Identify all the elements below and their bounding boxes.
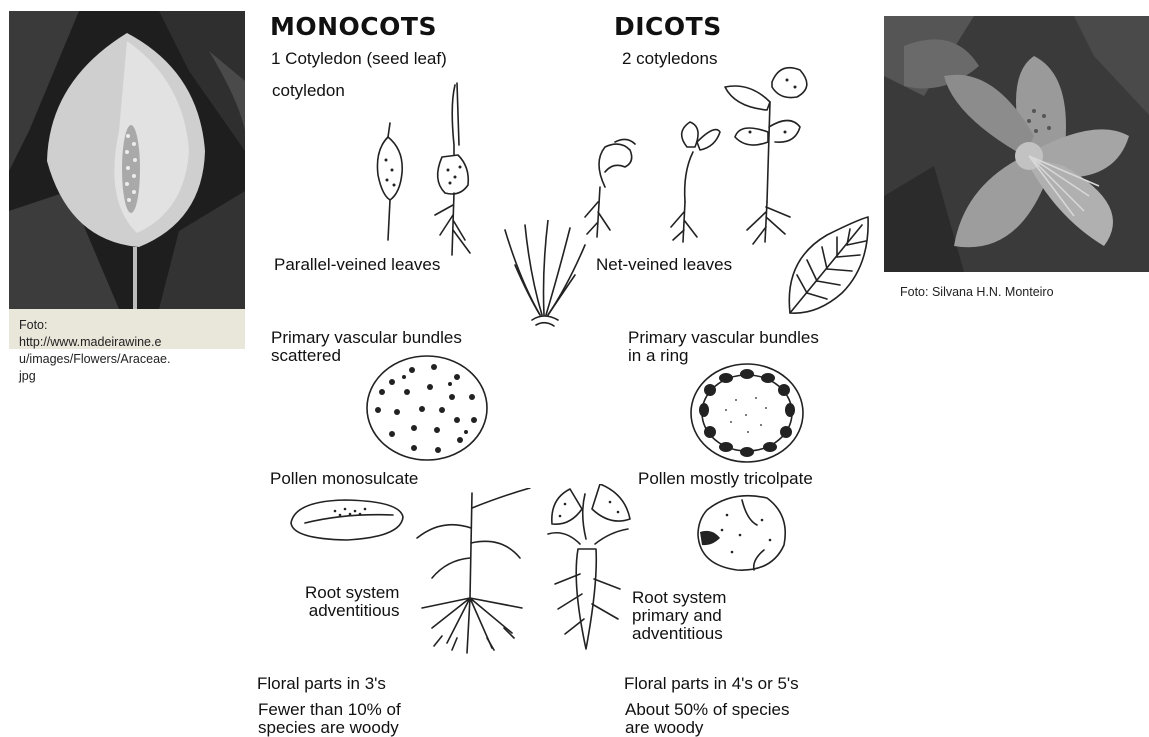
parallel-veined-leaf-drawing	[500, 220, 590, 330]
dicot-stem-cross-section	[686, 360, 808, 466]
monocots-woody-label: Fewer than 10% of species are woody	[258, 701, 401, 737]
monocots-heading: MONOCOTS	[270, 12, 437, 41]
monocots-pollen-label: Pollen monosulcate	[270, 470, 418, 488]
monocots-cotyledon-label: 1 Cotyledon (seed leaf)	[271, 50, 447, 68]
dicot-pollen-grain	[692, 490, 792, 575]
photo-left-caption: Foto: http://www.madeirawine.e u/images/…	[19, 317, 251, 385]
dicots-leaves-label: Net-veined leaves	[596, 256, 732, 274]
dicots-woody-label: About 50% of species are woody	[625, 701, 789, 737]
monocots-floral-label: Floral parts in 3's	[257, 675, 386, 693]
monocot-pollen-grain	[285, 495, 410, 545]
monocots-root-label: Root system adventitious	[305, 584, 399, 620]
monocot-stem-cross-section	[362, 352, 492, 464]
monocot-plant-roots-drawing	[412, 488, 532, 658]
dicots-pollen-label: Pollen mostly tricolpate	[638, 470, 813, 488]
dicot-plant-roots-drawing	[540, 484, 640, 659]
photo-peace-lily	[9, 11, 245, 309]
dicots-heading: DICOTS	[614, 12, 722, 41]
photo-right-caption: Foto: Silvana H.N. Monteiro	[900, 284, 1054, 301]
monocots-leaves-label: Parallel-veined leaves	[274, 256, 440, 274]
net-veined-leaf-drawing	[782, 215, 872, 320]
photo-azalea	[884, 16, 1149, 272]
monocots-cotyledon-sublabel: cotyledon	[272, 82, 345, 100]
dicots-floral-label: Floral parts in 4's or 5's	[624, 675, 799, 693]
monocot-seedling-drawing	[360, 75, 490, 260]
dicots-root-label: Root system primary and adventitious	[632, 589, 726, 643]
